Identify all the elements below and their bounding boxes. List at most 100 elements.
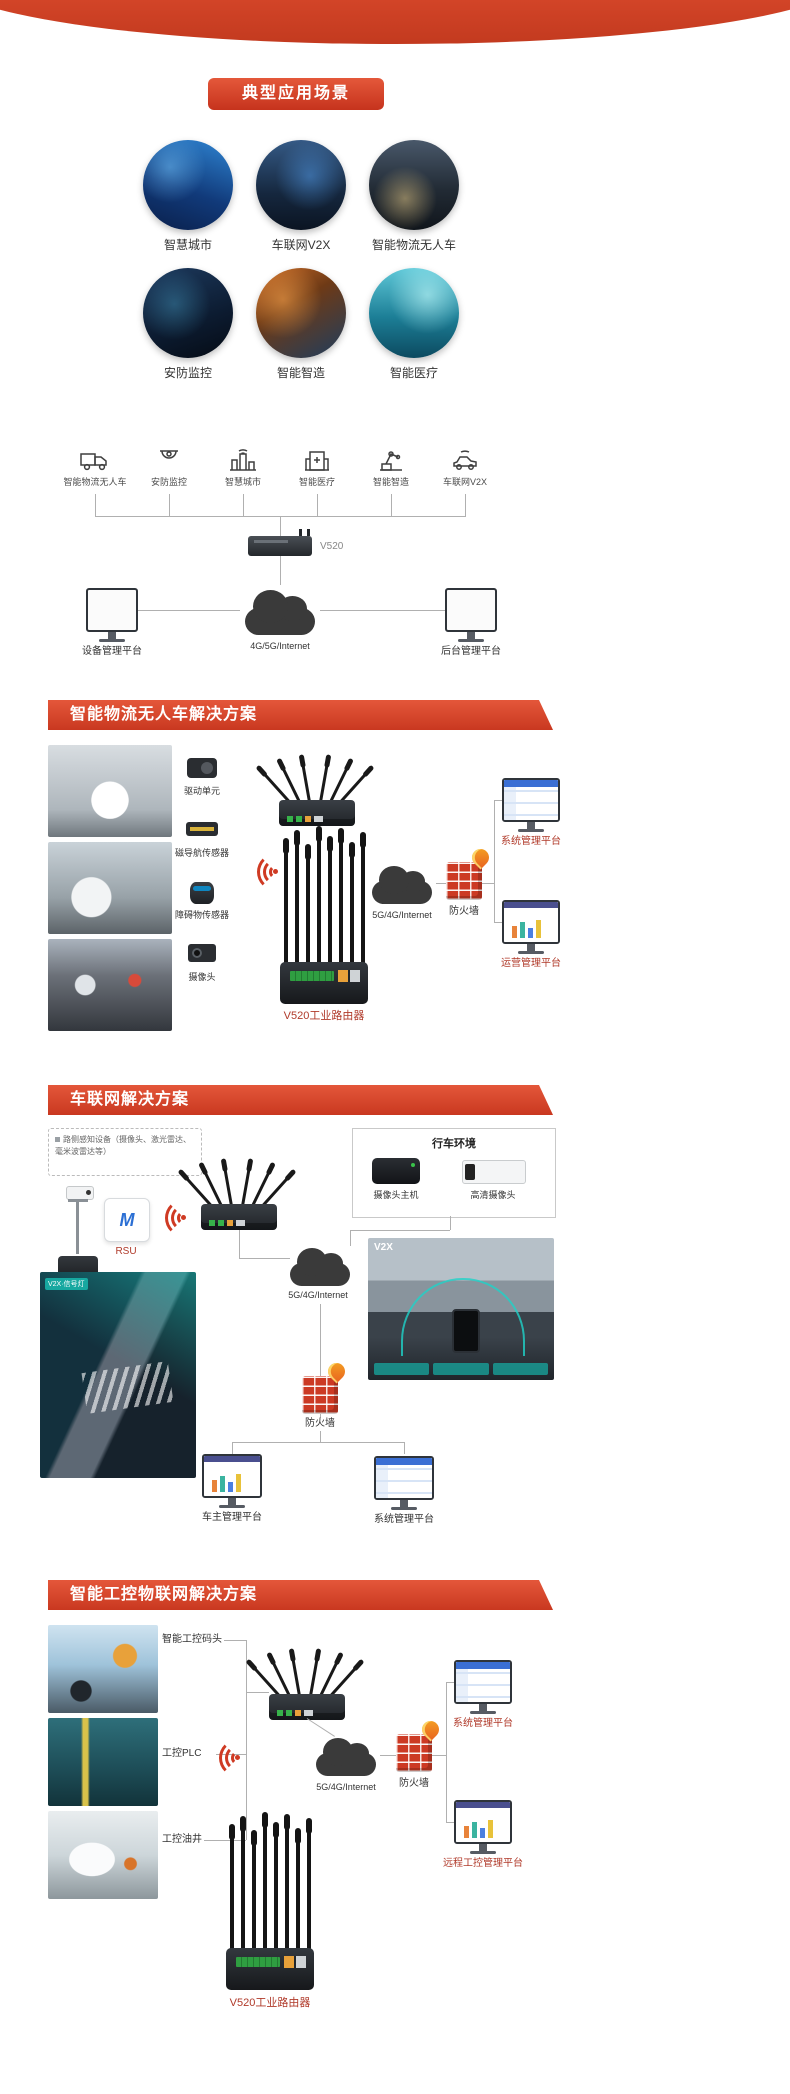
connector-line: [317, 494, 318, 516]
monitor-screen: [502, 900, 560, 944]
platform-label: 远程工控管理平台: [443, 1858, 523, 1869]
scenario-label: 智慧城市: [163, 238, 212, 252]
photo-delivery-robot: [48, 842, 172, 934]
photo-agv-robot: [48, 745, 172, 837]
network-node-manufacturing: 智能智造: [355, 445, 427, 488]
connector-line: [280, 556, 281, 585]
router-body: [269, 1694, 345, 1720]
v520-industrial-router: [276, 826, 372, 1004]
connector-line: [224, 1640, 246, 1641]
camera-host-device: [372, 1158, 420, 1184]
internet-cloud: [312, 1734, 380, 1776]
photo-oil-well: [48, 1811, 158, 1899]
v2x-tag: V2X·信号灯: [45, 1278, 88, 1290]
connector-line: [138, 610, 240, 611]
drive-unit-icon: [182, 758, 222, 778]
router-body: [279, 800, 355, 826]
connector-line: [239, 1230, 240, 1258]
connector-line: [320, 1304, 321, 1376]
firewall-icon: [302, 1359, 349, 1414]
scenario-label: 智能物流无人车: [371, 238, 456, 252]
remote-platform-monitor: [454, 1800, 512, 1854]
router-body: [201, 1204, 277, 1230]
smart-city-icon: [230, 449, 256, 471]
flame-icon: [324, 1359, 349, 1384]
v520-router-antenna: [179, 1150, 295, 1230]
v2x-logo: V2X: [374, 1242, 393, 1253]
firewall-icon: [446, 845, 493, 900]
cloud-label: 5G/4G/Internet: [316, 1782, 376, 1792]
v520-router-antenna-top: [257, 746, 373, 826]
scenario-image-manufacturing: [256, 268, 346, 358]
flame-icon: [468, 845, 493, 870]
connector-line: [446, 1682, 447, 1822]
solution3-banner: 智能工控物联网解决方案: [48, 1580, 553, 1610]
rsu-device: M: [104, 1198, 150, 1242]
network-node-label: 智能医疗: [298, 477, 335, 487]
sensor-label: 摄像头: [188, 972, 216, 982]
scenario-label: 车联网V2X: [271, 238, 331, 252]
v2x-intersection-image: V2X·信号灯: [40, 1272, 196, 1478]
owner-platform-monitor: [202, 1454, 262, 1508]
connector-line: [494, 922, 502, 923]
connector-line: [232, 1442, 233, 1454]
monitor-screen: [502, 778, 560, 822]
connector-line: [350, 1230, 351, 1246]
connector-line: [320, 610, 445, 611]
scenario-image-logistics: [369, 140, 459, 230]
scenario-image-security: [143, 268, 233, 358]
monitor-screen: [454, 1800, 512, 1844]
platform-label: 车主管理平台: [202, 1512, 262, 1523]
router-label: V520工业路由器: [229, 1997, 311, 2009]
connector-line: [243, 494, 244, 516]
platform-label: 后台管理平台: [441, 646, 501, 657]
monitor-screen: [374, 1456, 434, 1500]
firewall-label: 防火墙: [290, 1418, 350, 1431]
obstacle-sensor-icon: [182, 882, 222, 904]
solution2-banner: 车联网解决方案: [48, 1085, 553, 1115]
connector-line: [482, 883, 494, 884]
connector-line: [404, 1442, 405, 1454]
solution1-banner: 智能物流无人车解决方案: [48, 700, 553, 730]
platform-label: 系统管理平台: [501, 836, 561, 847]
connector-line: [446, 1682, 454, 1683]
system-platform-monitor: [374, 1456, 434, 1510]
monitor-screen: [86, 588, 138, 632]
sensor-label: 障碍物传感器: [174, 910, 229, 920]
monitor-screen: [202, 1454, 262, 1498]
cloud-label: 5G/4G/Internet: [372, 910, 432, 920]
wifi-signal-icon: [236, 848, 282, 896]
rsu-logo: M: [119, 1209, 135, 1230]
connector-line: [465, 494, 466, 516]
cloud-label: 5G/4G/Internet: [270, 1290, 366, 1302]
connector-line: [246, 1692, 269, 1693]
network-node-label: 智慧城市: [224, 477, 261, 487]
network-node-label: 车联网V2X: [442, 477, 487, 487]
photo-smart-dock: [48, 1625, 158, 1713]
connector-line: [246, 1640, 247, 1840]
network-node-security: 安防监控: [133, 445, 205, 488]
flame-icon: [418, 1717, 443, 1742]
phone-graphic: [451, 1309, 480, 1353]
env-item-label: 摄像头主机: [373, 1190, 419, 1200]
connector-line: [446, 1822, 454, 1823]
connector-line: [95, 494, 96, 516]
system-platform-monitor: [454, 1660, 512, 1714]
network-node-label: 智能物流无人车: [63, 477, 127, 487]
roadside-note: 路侧感知设备（摄像头、激光雷达、毫米波雷达等）: [48, 1128, 202, 1176]
section-badge: 典型应用场景: [208, 78, 384, 110]
network-node-logistics: 智能物流无人车: [59, 445, 131, 488]
top-arc-decoration: [0, 0, 790, 44]
hospital-icon: [305, 451, 329, 471]
roadside-note-text: 路侧感知设备（摄像头、激光雷达、毫米波雷达等）: [55, 1135, 191, 1156]
endpoint-label: 工控油井: [162, 1834, 202, 1845]
connector-line: [380, 1755, 396, 1756]
annotation-chips: [374, 1363, 548, 1375]
dome-camera-icon: [160, 450, 178, 459]
connector-line: [391, 494, 392, 516]
scenario-image-medical: [369, 268, 459, 358]
system-platform-monitor: [502, 778, 560, 832]
wifi-signal-icon: [144, 1194, 190, 1242]
hd-camera-device: [462, 1160, 526, 1184]
